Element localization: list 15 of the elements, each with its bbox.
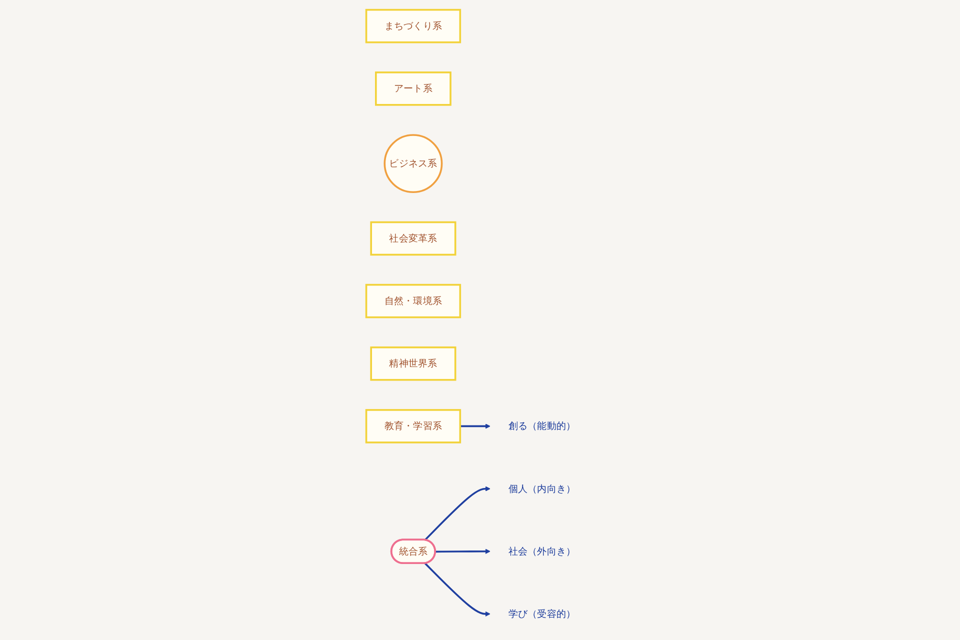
arrow xyxy=(424,562,490,617)
arrow xyxy=(435,548,490,554)
node-circle: ビジネス系 xyxy=(384,134,443,194)
arrow xyxy=(460,424,490,429)
node-text: 創る（能動的） xyxy=(508,420,576,432)
node-box: 社会変革系 xyxy=(370,221,456,256)
node-text: 学び（受容的） xyxy=(508,608,576,620)
arrow xyxy=(424,486,490,541)
node-text: 社会（外向き） xyxy=(508,545,576,557)
node-box: まちづくり系 xyxy=(365,8,462,44)
node-text: 個人（内向き） xyxy=(508,482,576,494)
node-box: 自然・環境系 xyxy=(365,284,462,318)
node-box: アート系 xyxy=(375,72,452,106)
node-box: 教育・学習系 xyxy=(365,409,462,444)
node-box: 精神世界系 xyxy=(370,346,456,381)
